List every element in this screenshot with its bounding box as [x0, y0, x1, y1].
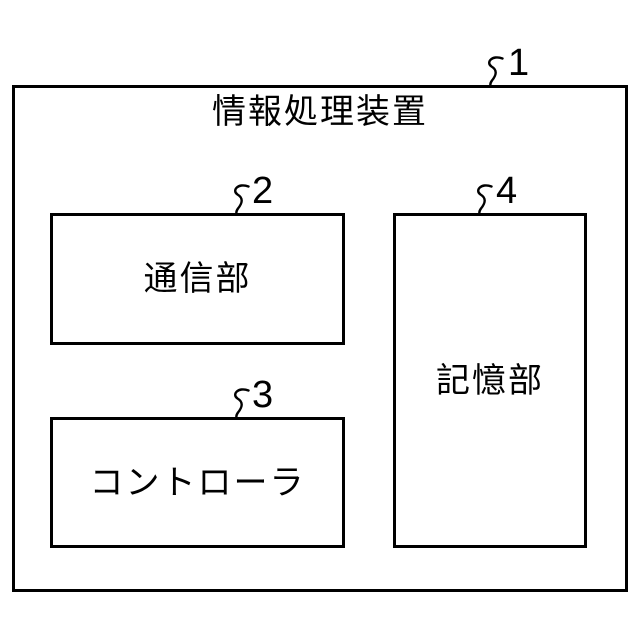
ref-numeral-1: 1: [508, 42, 530, 84]
box-label-storage-unit: 記憶部: [436, 361, 544, 400]
ref-numeral-3: 3: [252, 374, 274, 416]
box-storage-unit: 記憶部: [393, 213, 587, 548]
lead-line-icon: [473, 184, 493, 214]
ref-numeral-4: 4: [496, 170, 518, 212]
box-label-communication-unit: 通信部: [143, 260, 252, 298]
box-controller: コントローラ: [50, 417, 345, 548]
lead-line-icon: [484, 56, 504, 86]
box-communication-unit: 通信部: [50, 213, 345, 345]
lead-line-icon: [230, 184, 250, 214]
box-label-controller: コントローラ: [89, 463, 306, 502]
diagram-title: 情報処理装置: [212, 93, 428, 131]
ref-numeral-2: 2: [252, 170, 274, 212]
lead-line-icon: [230, 388, 250, 418]
